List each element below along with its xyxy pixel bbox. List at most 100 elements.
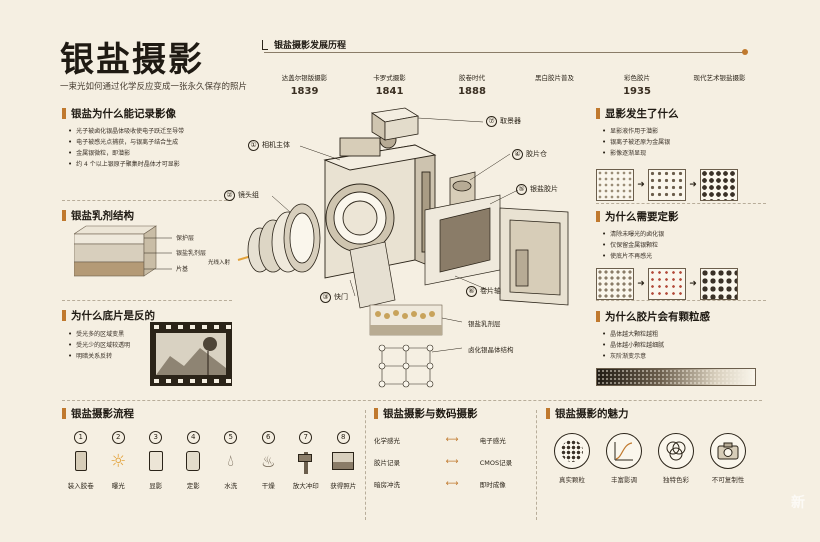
charm-title: 银盐摄影的魅力 bbox=[546, 406, 766, 421]
water-drop-icon: 💧︎ bbox=[227, 451, 234, 470]
compare-section: 银盐摄影与数码摄影 化学感光 ⟷ 电子感光 胶片记录 ⟷ CMOS记录 暗房冲洗… bbox=[374, 406, 544, 495]
process-step: 6 ♨ 干燥 bbox=[250, 431, 288, 490]
crystal-tile bbox=[648, 168, 686, 201]
list-item: 电子被感光点捕获，与银离子结合生成 bbox=[68, 137, 232, 148]
crystal-tile bbox=[596, 168, 634, 201]
timeline-marker-icon bbox=[262, 39, 268, 50]
viewfinder bbox=[370, 107, 420, 141]
divider bbox=[62, 400, 762, 401]
page-title: 银盐摄影 bbox=[60, 40, 204, 80]
develop-list: 显影液作用于潜影 银离子被还原为金属银 影像逐渐显现 bbox=[602, 126, 776, 159]
film-layer-label: 银盐乳剂层 bbox=[468, 320, 501, 328]
fix-tiles: ➜ ➜ bbox=[596, 267, 776, 300]
light-label: 光线入射 bbox=[208, 260, 231, 266]
list-item: 显影液作用于潜影 bbox=[602, 126, 776, 137]
timeline-entries: 达盖尔银版摄影 1839 卡罗式摄影 1841 胶卷时代 1888 黑白胶片普及… bbox=[262, 72, 762, 97]
emulsion-section: 银盐乳剂结构 保护层 银盐乳剂层 片基 bbox=[62, 208, 232, 277]
process-step: 7 放大冲印 bbox=[287, 431, 325, 490]
process-step: 1 装入胶卷 bbox=[62, 431, 100, 490]
why-record-title: 银盐为什么能记录影像 bbox=[62, 106, 232, 121]
list-item: 明暗关系反转 bbox=[68, 351, 242, 362]
arrow-icon: ➜ bbox=[689, 278, 697, 289]
why-record-section: 银盐为什么能记录影像 光子被卤化银晶体吸收使电子跃迁至导带 电子被感光点捕获，与… bbox=[62, 106, 232, 169]
film-roll-icon bbox=[62, 448, 100, 474]
negative-film-strip-icon bbox=[150, 322, 232, 386]
timeline-entry: 胶卷时代 1888 bbox=[458, 74, 486, 97]
timeline-title: 银盐摄影发展历程 bbox=[262, 38, 762, 51]
process-step: 5 💧︎ 水洗 bbox=[212, 431, 250, 490]
film-chamber bbox=[449, 171, 476, 207]
crystal-lattice bbox=[378, 344, 434, 388]
list-item: 金属银微粒，即潜影 bbox=[68, 148, 232, 159]
timeline-section: 银盐摄影发展历程 达盖尔银版摄影 1839 卡罗式摄影 1841 胶卷时代 18… bbox=[262, 38, 762, 98]
divider bbox=[62, 300, 232, 301]
list-item: 光子被卤化银晶体吸收使电子跃迁至导带 bbox=[68, 126, 232, 137]
process-section: 银盐摄影流程 1 装入胶卷 2 ☼ 曝光 3 显影 4 定影 5 💧︎ 水洗 6 bbox=[62, 406, 362, 490]
enlarger-icon bbox=[287, 448, 325, 474]
compare-row: 化学感光 ⟷ 电子感光 bbox=[374, 435, 506, 445]
crystal-tile bbox=[648, 267, 686, 300]
timeline-line bbox=[264, 52, 744, 53]
process-step: 2 ☼ 曝光 bbox=[100, 431, 138, 490]
list-item: 晶体越小颗粒越细腻 bbox=[602, 340, 776, 351]
charm-item: 独特色彩 bbox=[650, 433, 702, 484]
camera-exploded-diagram bbox=[237, 107, 569, 388]
crystal-tile bbox=[700, 168, 738, 201]
divider-vertical bbox=[536, 410, 537, 520]
grain-gradient-bar bbox=[596, 367, 756, 386]
grain-section: 为什么胶片会有颗粒感 晶体越大颗粒越粗 晶体越小颗粒越细腻 灰阶渐变示意 bbox=[596, 309, 776, 386]
negative-title: 为什么底片是反的 bbox=[62, 308, 242, 323]
fix-title: 为什么需要定影 bbox=[596, 209, 776, 224]
crystal-tile bbox=[596, 267, 634, 300]
sun-icon: ☼ bbox=[110, 450, 127, 472]
compare-title: 银盐摄影与数码摄影 bbox=[374, 406, 544, 421]
photo-frame-icon bbox=[325, 448, 363, 474]
list-item: 影像逐渐显现 bbox=[602, 148, 776, 159]
divider bbox=[596, 300, 766, 301]
timeline-entry: 现代艺术银盐摄影 bbox=[693, 74, 746, 82]
process-step: 4 定影 bbox=[175, 431, 213, 490]
charm-items: 真实颗粒 丰富影调 独特色彩 不可复制性 bbox=[546, 433, 766, 484]
emulsion-layer-label: 片基 bbox=[176, 266, 189, 273]
emulsion-layer-diagram bbox=[74, 225, 172, 277]
timeline-end-dot bbox=[742, 49, 748, 55]
arrow-icon: ➜ bbox=[689, 179, 697, 190]
charm-section: 银盐摄影的魅力 真实颗粒 丰富影调 独特色彩 不可复制性 bbox=[546, 406, 766, 484]
develop-section: 显影发生了什么 显影液作用于潜影 银离子被还原为金属银 影像逐渐显现 ➜ ➜ bbox=[596, 106, 776, 201]
grain-title: 为什么胶片会有颗粒感 bbox=[596, 309, 776, 324]
fix-section: 为什么需要定影 清除未曝光的卤化银 仅保留金属银颗粒 使底片不再感光 ➜ ➜ bbox=[596, 209, 776, 300]
arrow-icon: ➜ bbox=[637, 278, 645, 289]
watermark-logo: 新 bbox=[791, 495, 806, 511]
arrow-icon: ➜ bbox=[637, 179, 645, 190]
negative-list: 受光多的区域变黑 受光少的区域较透明 明暗关系反转 bbox=[68, 329, 242, 362]
why-record-list: 光子被卤化银晶体吸收使电子跃迁至导带 电子被感光点捕获，与银离子结合生成 金属银… bbox=[68, 126, 232, 169]
emulsion-layer-label: 银盐乳剂层 bbox=[176, 250, 207, 257]
develop-title: 显影发生了什么 bbox=[596, 106, 776, 121]
divider-vertical bbox=[365, 410, 366, 520]
double-arrow-icon: ⟷ bbox=[445, 479, 459, 489]
timeline-entry: 黑白胶片普及 bbox=[535, 74, 574, 82]
divider bbox=[62, 200, 232, 201]
emulsion-layer-label: 保护层 bbox=[176, 235, 195, 242]
emulsion-title: 银盐乳剂结构 bbox=[62, 208, 232, 223]
double-arrow-icon: ⟷ bbox=[445, 457, 459, 467]
list-item: 受光多的区域变黑 bbox=[68, 329, 242, 340]
list-item: 仅保留金属银颗粒 bbox=[602, 240, 776, 251]
process-step: 8 获得照片 bbox=[325, 431, 363, 490]
film-layer-label: 卤化银晶体结构 bbox=[468, 346, 514, 354]
tank-icon bbox=[137, 448, 175, 474]
crystal-tile bbox=[700, 267, 738, 300]
heat-waves-icon: ♨ bbox=[261, 451, 276, 471]
grain-list: 晶体越大颗粒越粗 晶体越小颗粒越细腻 灰阶渐变示意 bbox=[602, 329, 776, 362]
charm-item: 真实颗粒 bbox=[546, 433, 598, 484]
list-item: 银离子被还原为金属银 bbox=[602, 137, 776, 148]
list-item: 使底片不再感光 bbox=[602, 251, 776, 262]
double-arrow-icon: ⟷ bbox=[445, 435, 459, 445]
timeline-entry: 彩色胶片 1935 bbox=[623, 74, 651, 97]
negative-section: 为什么底片是反的 受光多的区域变黑 受光少的区域较透明 明暗关系反转 bbox=[62, 308, 242, 362]
